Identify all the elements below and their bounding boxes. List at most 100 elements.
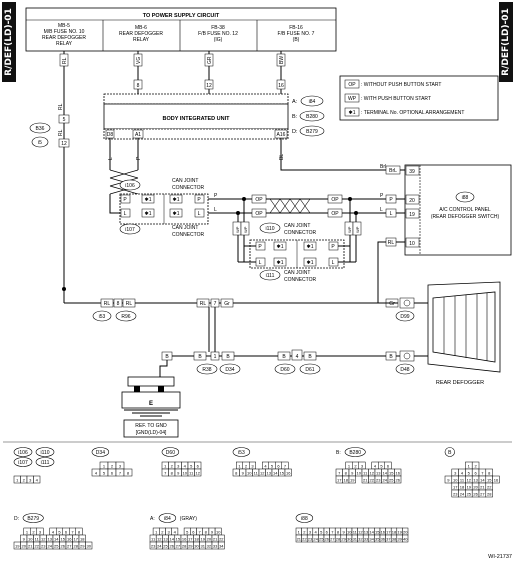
ground-line: B 1 B R38 D34 B 4 B D60 D61 B D48 B: [159, 307, 428, 378]
pin-8-i53: 8: [117, 301, 120, 307]
can-joint-i110-label-1: CAN JOINT: [284, 223, 310, 229]
connector-pin: 2: [111, 463, 114, 468]
connector-pin: 4: [461, 470, 464, 475]
connector-pin: 2: [245, 463, 248, 468]
connector-pin: 37: [386, 536, 391, 541]
connector-pin: 21: [28, 543, 33, 548]
connector-pin: 18: [80, 536, 85, 541]
connector-pin: 32: [358, 536, 363, 541]
tag-wp-2: WP: [243, 226, 248, 233]
connector-pin: 31: [353, 536, 358, 541]
conn-d60: D60: [280, 367, 289, 373]
connector-pin: 18: [194, 536, 199, 541]
pin-p-i110: P: [258, 244, 262, 250]
fuse-1-line-3: REAR DEFOGGER: [42, 35, 86, 41]
connector-pin: 14: [169, 536, 174, 541]
connector-pin: 4: [36, 477, 39, 482]
wire-p-biu: P: [136, 156, 142, 160]
connector-pin: 13: [267, 470, 272, 475]
connector-pin: 1: [164, 463, 167, 468]
connector-pin: 5: [271, 463, 274, 468]
connector-pin: 7: [481, 470, 484, 475]
connector-pin: 22: [35, 543, 40, 548]
connector-pin: 17: [337, 477, 342, 482]
connector-pin: 19: [397, 529, 402, 534]
connector-pin: 1: [103, 463, 106, 468]
connector-pin: 11: [363, 470, 368, 475]
connector-pin: 19: [467, 484, 472, 489]
can-joint-i111-label-1: CAN JOINT: [284, 270, 310, 276]
pin-biu-8: 8: [137, 83, 140, 89]
connector-pin: 8: [488, 470, 491, 475]
connector-pin: 12: [41, 536, 46, 541]
connector-pin: 7: [338, 470, 341, 475]
connector-pin: 9: [211, 529, 214, 534]
wire-bl: BL: [279, 154, 285, 160]
fuse-4-line-3: (B): [293, 37, 300, 43]
connector-pin: 8: [205, 529, 208, 534]
conn-d34: D34: [225, 367, 234, 373]
ac-pin-19: 19: [409, 212, 415, 218]
conn-i53: i53: [99, 314, 106, 320]
conn-d99: D99: [400, 314, 409, 320]
connector-pin: 25: [389, 477, 394, 482]
rear-defogger-label: REAR DEFOGGER: [436, 380, 484, 386]
wire-rl-3: RL: [104, 301, 111, 307]
ac-control-panel: 39 20 19 10 i88 A/C CONTROL PANEL (REAR …: [377, 164, 512, 303]
connector-pin: 19: [350, 477, 355, 482]
ac-pin-10: 10: [409, 241, 415, 247]
connector-pin: 15: [389, 470, 394, 475]
legend: OP : WITHOUT PUSH BUTTON START WP : WITH…: [339, 75, 499, 121]
connector-pin: 14: [273, 470, 278, 475]
connector-pin: 5: [103, 470, 106, 475]
tag-op-2: OP: [255, 211, 263, 217]
connector-pin: 12: [260, 470, 265, 475]
connector-view-code: B: [448, 450, 452, 456]
connector-pin: 8: [337, 529, 340, 534]
connector-pin: 1: [238, 463, 241, 468]
fuse-4-line-2: F/B FUSE NO. 7: [278, 31, 315, 37]
connector-pin: 8: [345, 470, 348, 475]
pin-star-i106: ✱1: [145, 197, 152, 203]
connector-pin: 17: [453, 484, 458, 489]
connector-pin: 18: [460, 484, 465, 489]
connector-pin: 32: [207, 543, 212, 548]
ground-ref-line-1: REF. TO GND: [135, 423, 167, 429]
connector-pin: 7: [284, 463, 287, 468]
connector-pin: 27: [67, 543, 72, 548]
connector-pin: 19: [200, 536, 205, 541]
connector-pin: 33: [213, 543, 218, 548]
biu-conn-d-prefix: D:: [292, 129, 298, 135]
pin-5-left: 5: [63, 117, 66, 123]
connector-pin: 26: [473, 491, 478, 496]
connector-pin: 1: [348, 463, 351, 468]
can-lines-to-ac: P L P L OP OP OP OP BrL: [208, 164, 390, 218]
connector-pin: 22: [370, 477, 375, 482]
connector-pin: 24: [313, 536, 318, 541]
connector-pin: 26: [325, 536, 330, 541]
wire-p-1: P: [214, 193, 218, 199]
connector-pin: 11: [460, 477, 465, 482]
connector-pin: 12: [358, 529, 363, 534]
connector-pin: 2: [161, 529, 164, 534]
legend-text-star: : TERMINAL No. OPTIONAL ARRANGEMENT: [361, 110, 464, 116]
connector-pin: 15: [375, 529, 380, 534]
wire-l-2: L: [380, 207, 383, 213]
fuse-2-line-2: REAR DEFOGGER: [119, 31, 163, 37]
connector-pin: 24: [383, 477, 388, 482]
fuse-1-line-4: RELAY: [56, 41, 73, 47]
connector-pin: 18: [392, 529, 397, 534]
connector-pin: 16: [494, 477, 499, 482]
connector-pin: 23: [151, 543, 156, 548]
wire-l-1: L: [214, 207, 217, 213]
connector-view-code: i84: [164, 516, 171, 522]
connector-pin: 6: [387, 463, 390, 468]
connector-pin: 35: [375, 536, 380, 541]
fuse-1-line-1: MB-5: [58, 23, 70, 29]
pin-biu-d8: D8: [107, 132, 114, 138]
connector-pin: 1: [468, 463, 471, 468]
connector-pin: 21: [213, 536, 218, 541]
connector-pin: 6: [474, 470, 477, 475]
